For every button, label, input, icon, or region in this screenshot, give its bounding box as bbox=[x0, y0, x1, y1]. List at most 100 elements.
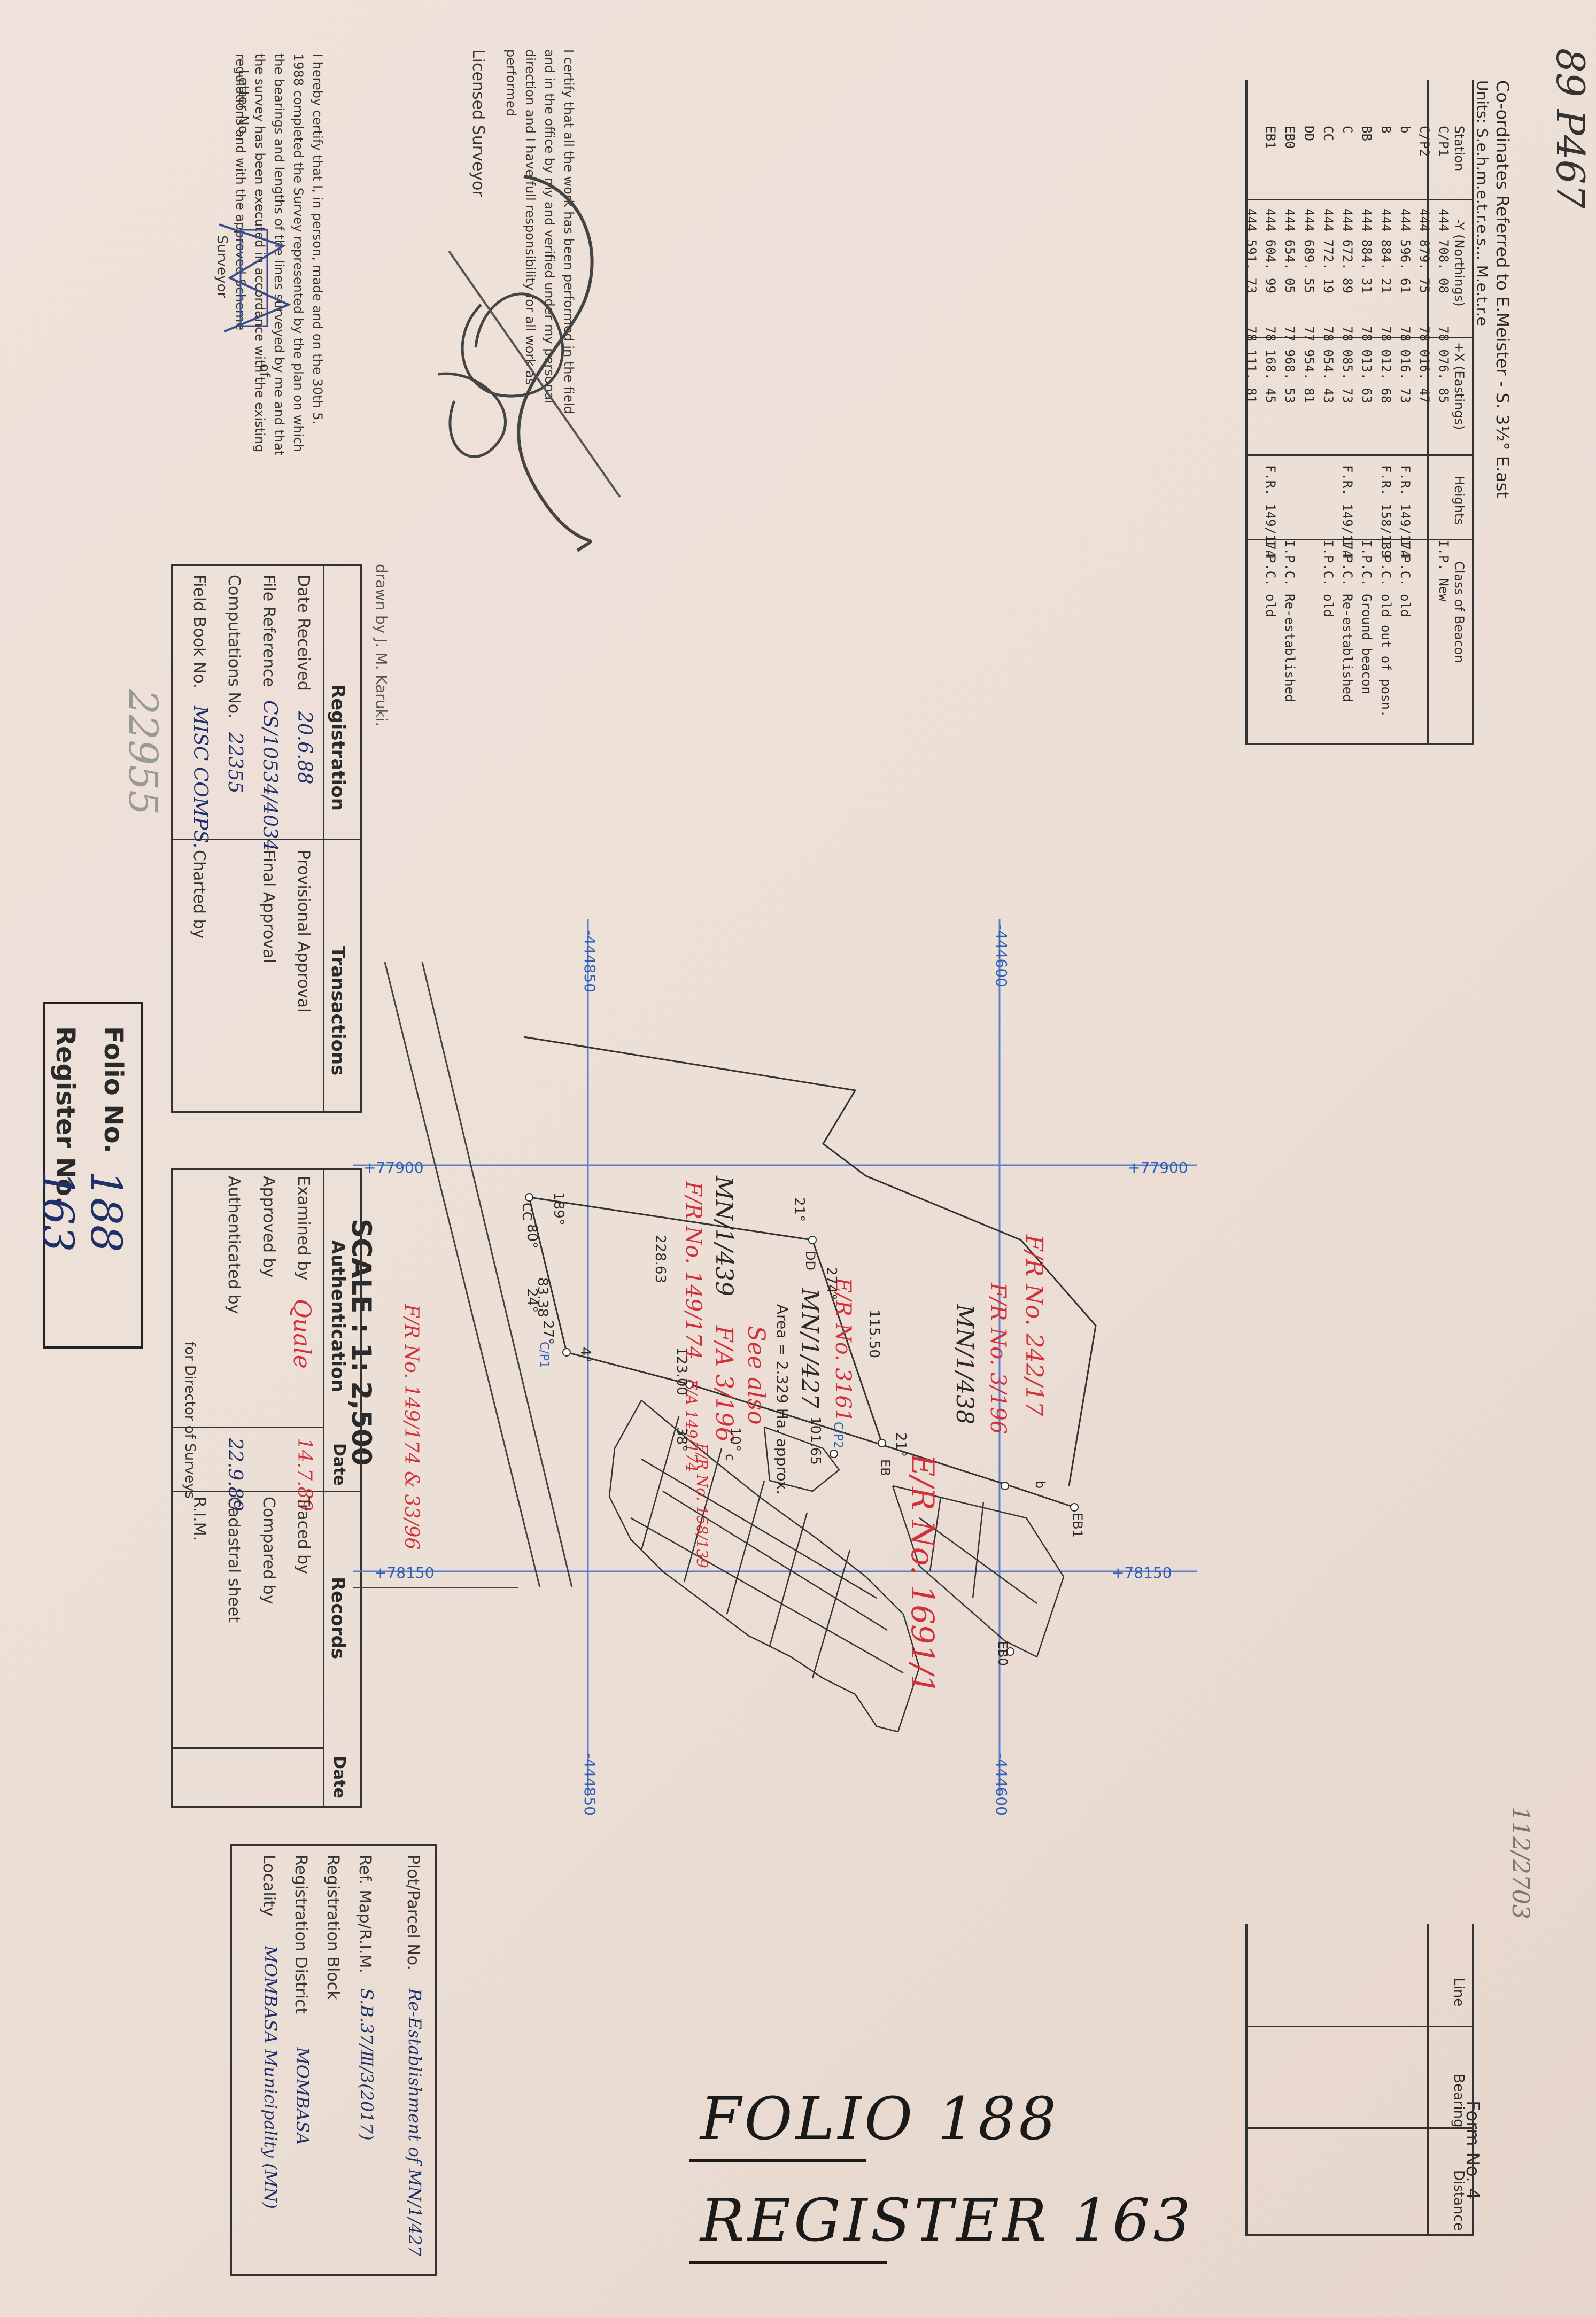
lines-table bbox=[1245, 1924, 1474, 2236]
lines-header-bearing: Bearing bbox=[1451, 2074, 1467, 2128]
grid-label-top-left: -444850 bbox=[581, 930, 599, 993]
coord-cell-x: 78 168. 45 bbox=[1263, 326, 1278, 404]
coords-title: Co-ordinates Referred to E.Meister - S. … bbox=[1492, 80, 1513, 498]
measure-38: 38° bbox=[673, 1427, 689, 1452]
folio-underline bbox=[689, 2159, 866, 2162]
coord-cell-y: 444 884. 21 bbox=[1378, 208, 1393, 293]
col-header-class: Class of Beacon bbox=[1452, 561, 1467, 663]
coord-cell-station: C bbox=[1340, 126, 1355, 134]
grid-label-left-upper: +77900 bbox=[363, 1159, 424, 1176]
drawn-by: drawn by J. M. Karuki. bbox=[373, 564, 390, 727]
coord-cell-y: 444 708. 08 bbox=[1436, 208, 1451, 293]
reg-block-label: Registration Block bbox=[323, 1855, 342, 2000]
station-dd: DD bbox=[803, 1251, 818, 1270]
measure-4: 4° bbox=[577, 1347, 593, 1363]
coord-cell-y: 444 654. 05 bbox=[1282, 208, 1297, 293]
measure-21a: 21° bbox=[791, 1197, 807, 1222]
coord-cell-y: 444 689. 55 bbox=[1301, 208, 1316, 293]
coord-cell-x: 78 016. 47 bbox=[1417, 326, 1432, 404]
coord-cell-station: b bbox=[1398, 126, 1413, 134]
measure-80: 80° bbox=[524, 1224, 540, 1249]
coord-cell-cls: I.P.C. old bbox=[1398, 540, 1413, 617]
date-received-label: Date Received bbox=[294, 575, 313, 691]
coord-cell-cls: I.P. New bbox=[1436, 540, 1451, 602]
computations-label: Computations No. bbox=[224, 575, 243, 719]
reg-district-label: Registration District bbox=[291, 1855, 310, 2014]
authenticated-by: Authenticated by bbox=[224, 1176, 243, 1314]
grid-label-bottom-right: -444600 bbox=[993, 1753, 1010, 1816]
coord-cell-y: 444 672. 89 bbox=[1340, 208, 1355, 293]
coordinates-table bbox=[1245, 80, 1474, 745]
coord-cell-x: 77 954. 81 bbox=[1301, 326, 1316, 404]
coord-cell-x: 78 076. 85 bbox=[1436, 326, 1451, 404]
traced-by: Traced by bbox=[294, 1497, 313, 1574]
charted-by: Charted by bbox=[190, 850, 208, 939]
final-approval: Final Approval bbox=[259, 850, 278, 963]
coord-cell-x: 78 111. 81 bbox=[1244, 326, 1259, 404]
parcel-info-box bbox=[230, 1844, 437, 2276]
station-cp1: C/P1 bbox=[537, 1342, 551, 1369]
station-cc: CC bbox=[520, 1203, 534, 1221]
parcel-label-427: MN/1/427 bbox=[796, 1288, 823, 1409]
examined-by: Examined by bbox=[294, 1176, 313, 1281]
measure-228: 228.63 bbox=[652, 1235, 668, 1283]
col-header-eastings: +X (Eastings) bbox=[1452, 342, 1467, 430]
measure-115: 115.50 bbox=[866, 1309, 882, 1358]
letter-no-label: Letter No. bbox=[235, 69, 251, 138]
folio-value: 188 bbox=[81, 1171, 131, 1252]
col-header-station: Station bbox=[1452, 126, 1467, 172]
lines-header-distance: Distance bbox=[1451, 2170, 1467, 2231]
coord-cell-y: 444 604. 99 bbox=[1263, 208, 1278, 293]
grid-label-left-lower: +78150 bbox=[374, 1564, 435, 1582]
plot-value: Re-Establishment of MN/1/427 bbox=[405, 1988, 425, 2257]
field-book-label: Field Book No. bbox=[190, 575, 208, 688]
compared-by: Compared by bbox=[259, 1497, 278, 1605]
coord-cell-y: 444 879. 75 bbox=[1417, 208, 1432, 293]
station-eb0: EB0 bbox=[995, 1641, 1010, 1666]
red-note-fr-149: F/R No. 149/174 bbox=[681, 1181, 706, 1360]
cadastral-sheet: Cadastral sheet bbox=[224, 1497, 243, 1623]
red-note-see-also: See also bbox=[742, 1326, 770, 1425]
measure-274: 274° bbox=[823, 1267, 839, 1300]
measure-24: 24° bbox=[524, 1288, 540, 1313]
director-signature bbox=[219, 223, 292, 332]
bottom-register: REGISTER 163 bbox=[700, 2186, 1194, 2254]
station-eb1: EB1 bbox=[1070, 1513, 1085, 1538]
field-book-value: MISC COMPS. bbox=[189, 706, 211, 849]
surveyor-signature bbox=[438, 175, 621, 552]
coord-cell-y: 444 596. 61 bbox=[1398, 208, 1413, 293]
coord-cell-station: BB bbox=[1359, 126, 1374, 141]
coord-cell-station: CC bbox=[1321, 126, 1336, 141]
locality-value: MOMBASA Municipality (MN) bbox=[260, 1946, 281, 2209]
folio-register-box bbox=[43, 1002, 143, 1349]
coord-cell-cls: I.P.C. old bbox=[1263, 540, 1278, 617]
coord-cell-cls: I.P.C. old out of posn. bbox=[1378, 540, 1393, 718]
coord-cell-station: EB0 bbox=[1282, 126, 1297, 149]
station-cp2: C/P2 bbox=[831, 1422, 845, 1449]
ref-map-value: S.B.37/Ⅲ/3(2017) bbox=[357, 1988, 377, 2141]
station-b: b bbox=[1033, 1481, 1048, 1489]
measure-123: 123.00 bbox=[673, 1347, 689, 1396]
register-value: 163 bbox=[33, 1171, 83, 1252]
provisional-approval: Provisional Approval bbox=[294, 850, 313, 1013]
measure-21b: 21° bbox=[893, 1432, 909, 1458]
red-note-fr-242: F/R No. 242/17 bbox=[1020, 1235, 1048, 1416]
ref-map-label: Ref. Map/R.I.M. bbox=[355, 1855, 374, 1973]
grid-label-top-right: -444600 bbox=[993, 925, 1010, 987]
coord-cell-cls: I.P.C. Ground beacon bbox=[1359, 540, 1374, 694]
reg-district-value: MOMBASA bbox=[292, 2047, 313, 2145]
coord-cell-x: 78 016. 73 bbox=[1398, 326, 1413, 404]
coord-cell-station: C/P2 bbox=[1417, 126, 1432, 157]
survey-map bbox=[353, 919, 1197, 1796]
coord-cell-station: C/P1 bbox=[1436, 126, 1451, 157]
examined-signature: Quale bbox=[288, 1299, 315, 1369]
coord-cell-y: 444 591. 73 bbox=[1244, 208, 1259, 293]
registration-title: Registration bbox=[327, 684, 348, 811]
old-computation-number: 22955 bbox=[120, 689, 166, 816]
computations-value: 22355 bbox=[224, 732, 246, 794]
coord-cell-x: 78 085. 73 bbox=[1340, 326, 1355, 404]
red-note-bottom: F/R No. 149/174 & 33/96 bbox=[400, 1304, 422, 1550]
red-note-fr-3196: F/R No. 3/196 bbox=[986, 1283, 1010, 1435]
coord-cell-x: 77 968. 53 bbox=[1282, 326, 1297, 404]
